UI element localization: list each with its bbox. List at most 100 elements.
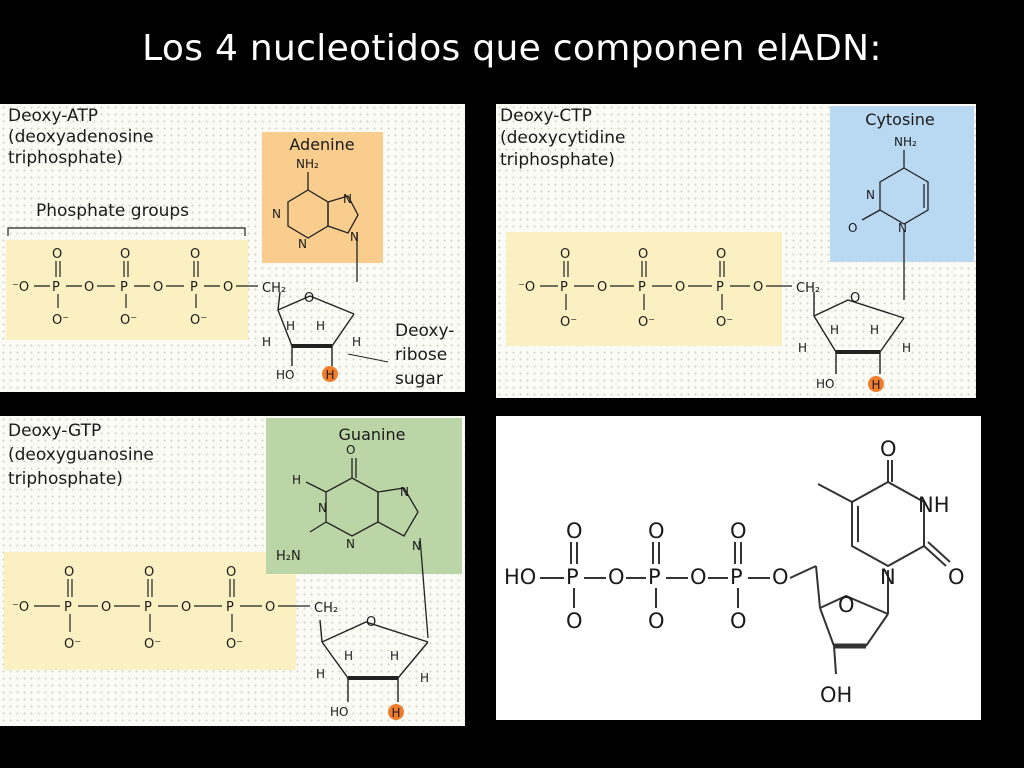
highlighted-hydrogen: H bbox=[871, 378, 880, 392]
carbonyl-oxygen: O bbox=[880, 437, 897, 461]
adenine-ring bbox=[287, 172, 359, 282]
hydrogen: H bbox=[316, 319, 325, 333]
cytosine-label: Cytosine bbox=[865, 110, 934, 129]
oxygen-minus: O⁻ bbox=[120, 313, 137, 328]
hydrogen: H bbox=[390, 649, 399, 663]
gtp-name-line3: triphosphate) bbox=[8, 469, 123, 489]
ctp-structure: Deoxy-CTP (deoxycytidine triphosphate) C… bbox=[500, 106, 974, 392]
nitrogen: N bbox=[318, 501, 327, 515]
adenine-amine: NH₂ bbox=[296, 157, 319, 171]
oxygen: O bbox=[560, 247, 570, 262]
cytosine-ring bbox=[861, 150, 929, 300]
oxygen: O bbox=[730, 519, 747, 543]
oxygen-minus: ⁻O bbox=[12, 600, 29, 615]
adenine-label: Adenine bbox=[289, 135, 354, 154]
atp-name-line1: Deoxy-ATP bbox=[8, 106, 98, 126]
oxygen: O bbox=[690, 565, 707, 589]
oxygen: O bbox=[638, 247, 648, 262]
highlight-hydrogen bbox=[868, 376, 884, 392]
cytosine-amine: NH₂ bbox=[894, 135, 917, 149]
hydrogen: H bbox=[262, 335, 271, 349]
highlight-hydrogen bbox=[388, 704, 404, 720]
oxygen: O bbox=[265, 600, 275, 615]
ch2-group: CH₂ bbox=[262, 281, 286, 296]
hydrogen: H bbox=[420, 671, 429, 685]
oxygen: O bbox=[566, 519, 583, 543]
thymine-ring bbox=[817, 460, 951, 614]
phosphorus: P bbox=[144, 600, 152, 615]
oxygen: O bbox=[84, 280, 94, 295]
oxygen-minus: O⁻ bbox=[144, 637, 161, 652]
oxygen: O bbox=[675, 280, 685, 295]
oxygen: O bbox=[144, 565, 154, 580]
triphosphate-chain: HO P O O O P O O O P O O O bbox=[504, 519, 817, 633]
oxygen: O bbox=[648, 519, 665, 543]
phosphorus: P bbox=[226, 600, 234, 615]
atp-structure: Deoxy-ATP (deoxyadenosine triphosphate) … bbox=[6, 106, 454, 389]
phosphate-region bbox=[6, 240, 248, 340]
imide-nitrogen: NH bbox=[918, 493, 950, 517]
panel-deoxy-ctp: Deoxy-CTP (deoxycytidine triphosphate) C… bbox=[496, 104, 976, 398]
oxygen: O bbox=[772, 565, 789, 589]
panel-deoxy-gtp: Deoxy-GTP (deoxyguanosine triphosphate) … bbox=[0, 416, 465, 726]
ring-oxygen: O bbox=[838, 593, 855, 617]
oxygen: O bbox=[716, 247, 726, 262]
ch2-group: CH₂ bbox=[796, 281, 820, 296]
oxygen: O bbox=[730, 609, 747, 633]
gtp-name-line2: (deoxyguanosine bbox=[8, 445, 154, 465]
hydrogen: H bbox=[292, 473, 301, 487]
triphosphate-chain: ⁻O P O O⁻ O P O O⁻ O P O O⁻ O CH₂ bbox=[518, 247, 820, 330]
cytosine-region bbox=[830, 106, 974, 262]
phosphorus: P bbox=[64, 600, 72, 615]
phosphorus: P bbox=[730, 565, 743, 589]
ctp-name-line1: Deoxy-CTP bbox=[500, 106, 592, 126]
ring-oxygen: O bbox=[366, 615, 376, 630]
carbonyl-oxygen: O bbox=[848, 221, 857, 235]
hydroxyl: HO bbox=[816, 377, 834, 391]
phosphorus: P bbox=[190, 280, 198, 295]
phosphate-region bbox=[506, 232, 782, 346]
deoxyribose-ring bbox=[277, 291, 389, 366]
phosphate-region bbox=[4, 552, 296, 670]
hydroxyl: HO bbox=[504, 565, 536, 589]
oxygen: O bbox=[223, 280, 233, 295]
hydrogen: H bbox=[870, 323, 879, 337]
deoxyribose-ring bbox=[813, 292, 905, 374]
oxygen: O bbox=[64, 565, 74, 580]
hydrogen: H bbox=[316, 667, 325, 681]
sugar-label-line3: sugar bbox=[395, 369, 443, 389]
nitrogen: N bbox=[346, 537, 355, 551]
nitrogen: N bbox=[400, 485, 409, 499]
sugar-label-line2: ribose bbox=[395, 345, 447, 365]
phosphate-bracket bbox=[7, 227, 246, 236]
carbonyl-oxygen: O bbox=[346, 443, 355, 457]
hydroxyl: HO bbox=[330, 705, 348, 719]
highlighted-hydrogen: H bbox=[325, 368, 334, 382]
triphosphate-chain: ⁻O P O O⁻ O P O O⁻ O P O O⁻ O CH₂ bbox=[12, 565, 338, 652]
oxygen-minus: O⁻ bbox=[226, 637, 243, 652]
phosphorus: P bbox=[648, 565, 661, 589]
phosphorus: P bbox=[120, 280, 128, 295]
nitrogen: N bbox=[866, 188, 875, 202]
ring-oxygen: O bbox=[850, 291, 860, 306]
highlighted-hydrogen: H bbox=[391, 706, 400, 720]
oxygen: O bbox=[597, 280, 607, 295]
oxygen: O bbox=[101, 600, 111, 615]
hydroxyl: HO bbox=[276, 368, 294, 382]
oxygen-minus: O⁻ bbox=[64, 637, 81, 652]
sugar-label-line1: Deoxy- bbox=[395, 321, 454, 341]
oxygen-minus: ⁻O bbox=[518, 280, 535, 295]
hydrogen: H bbox=[344, 649, 353, 663]
oxygen: O bbox=[52, 247, 62, 262]
oxygen: O bbox=[120, 247, 130, 262]
gtp-structure: Deoxy-GTP (deoxyguanosine triphosphate) … bbox=[4, 418, 462, 720]
adenine-region bbox=[262, 132, 383, 263]
carbonyl-oxygen: O bbox=[948, 565, 965, 589]
ctp-name-line2: (deoxycytidine bbox=[500, 128, 625, 148]
oxygen-minus: O⁻ bbox=[716, 315, 733, 330]
nitrogen: N bbox=[343, 192, 352, 206]
triphosphate-chain: ⁻O P O O⁻ O P O O⁻ O P O O⁻ O CH₂ bbox=[12, 247, 286, 328]
hydrogen: H bbox=[902, 341, 911, 355]
ttp-structure: HO P O O O P O O O P O O O O NH bbox=[504, 437, 965, 707]
nitrogen: N bbox=[880, 565, 896, 589]
